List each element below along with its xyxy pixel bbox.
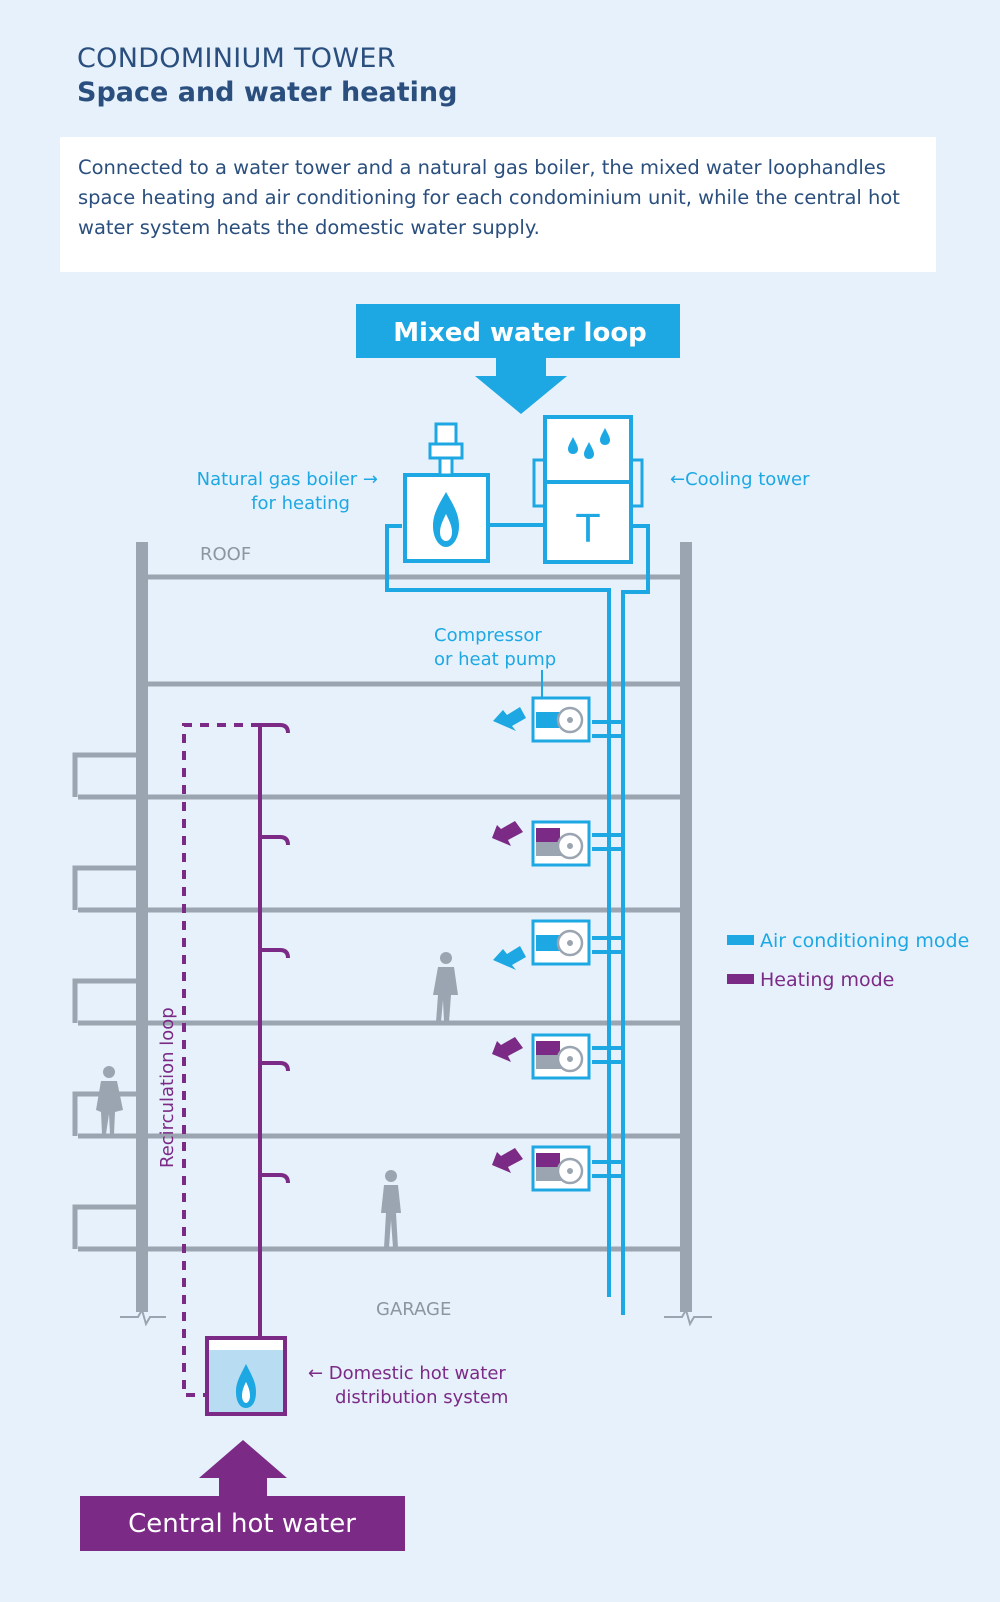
page-title: CONDOMINIUM TOWER [77,43,396,74]
arrow-up-icon [199,1440,287,1496]
heat-pump-unit [531,1145,591,1192]
dhw-label-line2: distribution system [335,1387,508,1408]
heat-outlet-arrow [492,1037,523,1062]
mixed-water-pipes [385,523,650,1315]
central-hot-water-banner: Central hot water [80,1440,405,1551]
heat-outlet-arrow [492,821,523,846]
arrow-down-icon [475,358,567,414]
balcony [72,865,136,910]
mixed-water-loop-banner: Mixed water loop [356,304,680,414]
hot-water-riser [258,723,290,1336]
mixed-water-loop-label: Mixed water loop [393,318,647,348]
heat-pump-unit [531,696,591,743]
legend-item-heating: Heating mode [727,969,894,991]
ground-break-mark [120,1307,166,1327]
balcony [72,1204,136,1249]
dhw-label-line1: ← Domestic hot water [308,1363,506,1384]
person-icon [433,952,458,1022]
compressor-label-line1: Compressor [434,625,542,646]
legend: Air conditioning mode Heating mode [727,930,969,991]
legend-item-air-conditioning: Air conditioning mode [727,930,969,952]
person-icon [96,1066,123,1134]
cooling-tower: T [532,415,644,564]
central-hot-water-label: Central hot water [128,1509,356,1539]
recirculation-loop-label: Recirculation loop [157,1007,178,1168]
balcony [72,978,136,1023]
description-box: Connected to a water tower and a natural… [60,137,936,272]
garage-label: GARAGE [376,1299,451,1320]
legend-swatch [727,974,754,984]
cooling-tower-label: ←Cooling tower [670,469,810,490]
boiler-label-line1: Natural gas boiler → [197,469,378,490]
building-structure [72,542,712,1327]
boiler-label-line2: for heating [251,493,350,514]
page-subtitle: Space and water heating [77,77,458,108]
natural-gas-boiler [403,422,490,563]
compressor-label-line2: or heat pump [434,649,556,670]
legend-label: Heating mode [760,969,894,991]
heat-pump-unit [531,820,591,867]
legend-swatch [727,935,754,945]
description-text: Connected to a water tower and a natural… [78,156,900,239]
heat-pump-unit [531,1033,591,1080]
air-outlet-arrow [493,707,526,731]
person-icon [381,1170,401,1248]
hot-water-tank [205,1336,287,1416]
ground-break-mark [664,1307,712,1327]
heat-pump-unit [531,919,591,966]
cooling-tower-mark: T [575,507,600,551]
air-outlet-arrow [493,946,526,970]
balcony [72,752,136,797]
water-drops-icon [568,428,610,459]
roof-label: ROOF [200,544,251,565]
heat-outlet-arrow [492,1148,523,1173]
recirculation-loop-line [182,723,260,1397]
legend-label: Air conditioning mode [760,930,969,952]
